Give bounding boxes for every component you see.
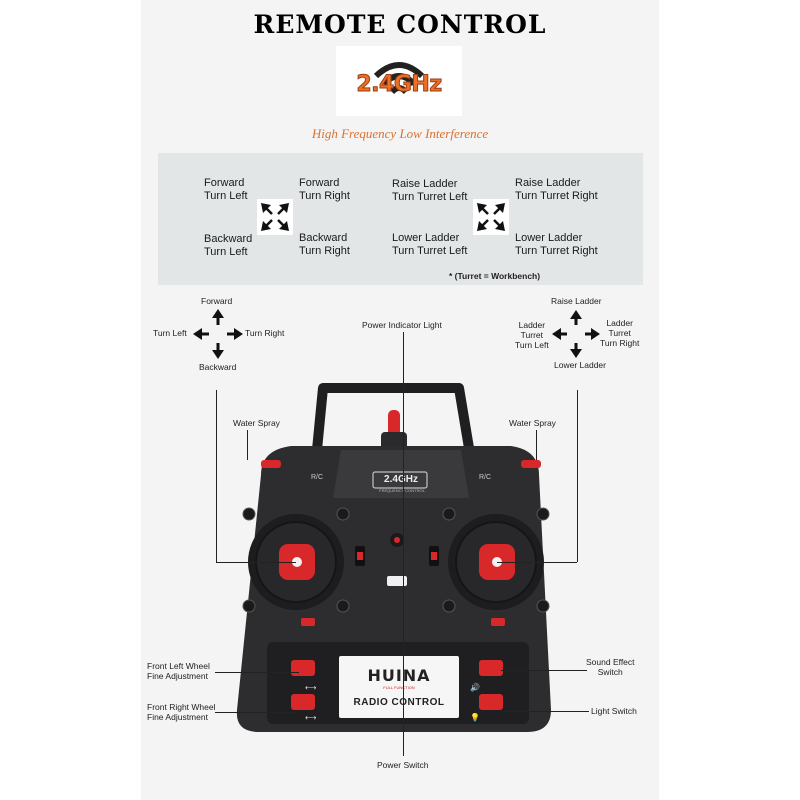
four-way-arrow-icon <box>552 310 600 358</box>
right-stick-leader-line <box>497 562 577 563</box>
label-line: Fine Adjustment <box>147 712 208 722</box>
trim-leader-line <box>215 672 299 673</box>
label-line: Switch <box>597 667 623 677</box>
trim-arrows-icon: ⟷ <box>305 713 317 722</box>
water-spray-left-callout: Water Spray <box>233 418 280 428</box>
raise-left-label: Raise Ladder Turn Turret Left <box>392 178 467 204</box>
label-line: Forward <box>299 177 340 189</box>
backward-left-label: Backward Turn Left <box>204 233 252 259</box>
diagonal-arrows-icon <box>473 199 509 235</box>
lower-right-label: Lower Ladder Turn Turret Right <box>515 232 598 258</box>
right-stick-down-label: Lower Ladder <box>554 360 606 370</box>
device-rc-right: R/C <box>479 474 492 481</box>
page-title: REMOTE CONTROL <box>253 10 547 39</box>
left-stick-down-label: Backward <box>199 362 237 372</box>
label-line: Turn Left <box>204 246 248 258</box>
forward-left-label: Forward Turn Left <box>204 177 248 203</box>
label-line: Turn Left <box>204 190 248 202</box>
tagline: High Frequency Low Interference <box>311 126 489 141</box>
sound-switch-callout: Sound Effect Switch <box>586 657 635 677</box>
product-infographic: REMOTE CONTROL 2.4GHz High Frequency Low… <box>141 0 659 800</box>
light-switch-callout: Light Switch <box>591 706 637 716</box>
device-radio-label: RADIO CONTROL <box>353 697 445 708</box>
label-line: Backward <box>204 233 253 245</box>
label-line: Ladder <box>606 318 633 328</box>
device-freq-sub: FREQUENCY CONTROL <box>379 488 425 493</box>
front-left-trim-callout: Front Left Wheel Fine Adjustment <box>147 661 210 681</box>
label-line: Turn Right <box>299 190 350 202</box>
frequency-logo: 2.4GHz <box>336 46 462 116</box>
four-way-arrow-icon <box>193 309 243 359</box>
label-line: Turn Right <box>299 245 350 257</box>
diagonal-arrows-icon <box>257 199 293 235</box>
lower-left-label: Lower Ladder Turn Turret Left <box>392 232 467 258</box>
trim-arrows-icon: ⟷ <box>305 683 317 692</box>
remote-control-device <box>236 383 551 732</box>
trim-leader-line <box>215 712 299 713</box>
water-spray-right-callout: Water Spray <box>509 418 556 428</box>
device-freq-badge: 2.4GHz <box>384 474 418 485</box>
label-line: Raise Ladder <box>392 178 458 190</box>
device-rc-left: R/C <box>311 474 324 481</box>
sound-icon: 🔊 <box>470 683 480 692</box>
power-leader-line <box>403 332 404 756</box>
forward-right-label: Forward Turn Right <box>299 177 350 203</box>
label-line: Forward <box>204 177 245 189</box>
left-stick-left-label: Turn Left <box>153 328 187 338</box>
label-line: Backward <box>299 232 348 244</box>
water-spray-leader-line <box>536 430 537 460</box>
right-stick-leader-line <box>577 390 578 562</box>
label-line: Turn Right <box>600 338 640 348</box>
sound-leader-line <box>501 670 587 671</box>
power-switch-callout: Power Switch <box>377 760 429 770</box>
raise-right-label: Raise Ladder Turn Turret Right <box>515 177 598 203</box>
label-line: Raise Ladder <box>515 177 581 189</box>
left-stick-right-label: Turn Right <box>245 328 285 338</box>
label-line: Turn Turret Left <box>392 191 468 203</box>
label-line: Turn Left <box>515 340 549 350</box>
label-line: Front Left Wheel <box>147 661 210 671</box>
power-indicator-callout: Power Indicator Light <box>362 320 442 330</box>
logo-text: 2.4GHz <box>356 72 443 98</box>
label-line: Turret <box>608 328 631 338</box>
label-line: Lower Ladder <box>392 232 460 244</box>
right-stick-left-label: Ladder Turret Turn Left <box>515 320 549 350</box>
right-stick-right-label: Ladder Turret Turn Right <box>600 318 639 348</box>
label-line: Turn Turret Right <box>515 190 598 202</box>
light-icon: 💡 <box>470 713 480 722</box>
label-line: Ladder <box>518 320 546 330</box>
wifi-icon <box>373 62 425 95</box>
label-line: Turret <box>520 330 544 340</box>
light-leader-line <box>501 711 589 712</box>
left-stick-leader-line <box>216 562 296 563</box>
backward-right-label: Backward Turn Right <box>299 232 350 258</box>
label-line: Front Right Wheel <box>147 702 216 712</box>
label-line: Sound Effect <box>586 657 635 667</box>
label-line: Lower Ladder <box>515 232 583 244</box>
label-line: Fine Adjustment <box>147 671 208 681</box>
label-line: Turn Turret Right <box>515 245 598 257</box>
turret-note: * (Turret = Workbench) <box>449 271 541 281</box>
device-brand: HUINA <box>367 666 431 685</box>
water-spray-leader-line <box>247 430 248 460</box>
front-right-trim-callout: Front Right Wheel Fine Adjustment <box>147 702 216 722</box>
right-stick-up-label: Raise Ladder <box>551 296 602 306</box>
left-stick-up-label: Forward <box>201 296 233 306</box>
device-brand-sub: FULL FUNCTION <box>383 685 415 690</box>
left-stick-leader-line <box>216 390 217 562</box>
control-mapping-panel: Forward Turn Left Forward Turn Right Bac… <box>158 153 643 285</box>
label-line: Turn Turret Left <box>392 245 468 257</box>
